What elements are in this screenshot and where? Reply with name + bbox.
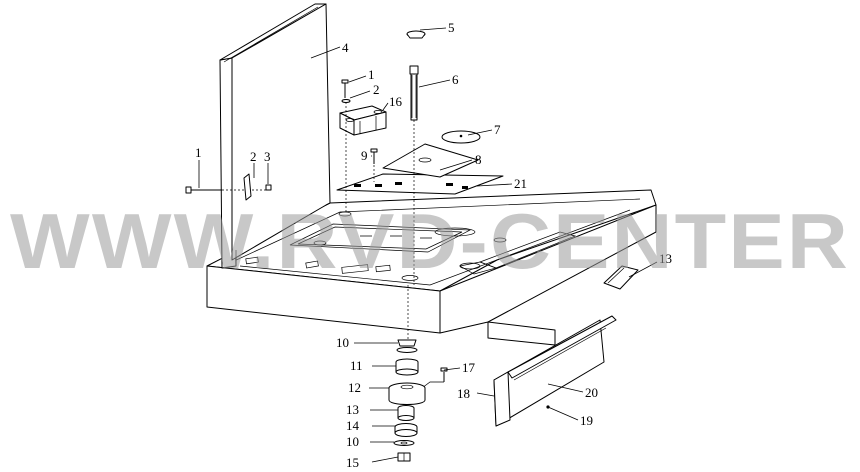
callout-15: 15	[346, 455, 359, 470]
callout-21: 21	[514, 176, 527, 191]
part-10-washer-top	[396, 339, 418, 353]
part-13-pad	[603, 265, 639, 290]
callout-20: 20	[585, 385, 598, 400]
callout-12: 12	[348, 380, 361, 395]
callout-10-bottom: 10	[346, 434, 359, 449]
part-14-lower-bushing	[394, 423, 418, 437]
callout-3: 3	[264, 149, 271, 164]
part-1-bolt-top	[341, 79, 349, 98]
callout-13-pad: 13	[659, 251, 672, 266]
leader-lines	[198, 27, 658, 463]
part-1-bolt-side	[185, 186, 222, 194]
assembly-axes	[222, 102, 409, 345]
part-2-washer-side	[243, 173, 252, 201]
callout-11: 11	[350, 358, 363, 373]
part-5-bolt-cap	[406, 30, 426, 39]
callout-13-spacer: 13	[346, 402, 359, 417]
callout-6: 6	[452, 72, 459, 87]
callout-labels: 4 5 1 2 16 6 7 1 2 3 9 8 21 13 10 11 17 …	[195, 20, 672, 470]
part-21-plate	[336, 173, 504, 195]
watermark-text: WWW.RVD-CENTER	[10, 197, 850, 285]
part-10-washer-bottom	[393, 440, 415, 446]
part-7-round-plate	[441, 130, 481, 144]
part-9-screw	[370, 148, 378, 164]
callout-19: 19	[580, 413, 593, 428]
part-6-long-bolt	[409, 65, 419, 285]
part-3-nut-side	[265, 184, 272, 191]
callout-2-side: 2	[250, 149, 257, 164]
callout-8: 8	[475, 152, 482, 167]
callout-14: 14	[346, 418, 360, 433]
part-18-side-cover	[493, 315, 617, 427]
part-16-clamp-bracket	[339, 105, 387, 136]
callout-16: 16	[389, 94, 403, 109]
callout-9: 9	[361, 148, 368, 163]
callout-1-side: 1	[195, 145, 202, 160]
callout-4: 4	[342, 40, 349, 55]
platform-floor-pan	[206, 189, 657, 346]
part-17-screw	[421, 367, 448, 389]
part-11-bushing	[395, 358, 419, 376]
callout-17: 17	[462, 360, 476, 375]
callout-5: 5	[448, 20, 455, 35]
callout-10-top: 10	[336, 335, 349, 350]
callout-1-top: 1	[368, 67, 375, 82]
part-8-bracket-plate	[382, 143, 479, 178]
part-15-nut	[397, 452, 411, 462]
part-12-rubber-mount	[388, 382, 426, 405]
mount-stack	[388, 339, 448, 462]
callout-7: 7	[494, 122, 501, 137]
callout-18: 18	[457, 386, 470, 401]
part-13-spacer	[397, 405, 415, 421]
part-4-wall-panel	[219, 3, 331, 269]
callout-2-top: 2	[373, 82, 380, 97]
